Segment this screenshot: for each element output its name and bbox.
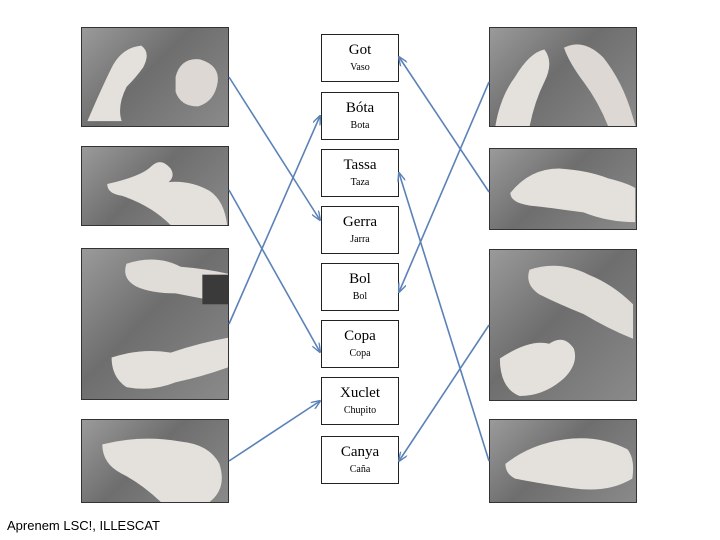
word-box-xuclet: Xuclet Chupito bbox=[321, 377, 399, 425]
word-spanish: Jarra bbox=[350, 234, 370, 245]
word-spanish: Caña bbox=[349, 464, 371, 475]
word-box-bota: Bóta Bota bbox=[321, 92, 399, 140]
word-catalan: Copa bbox=[344, 328, 376, 344]
word-catalan: Xuclet bbox=[340, 385, 380, 401]
hand-sign-photo-icon bbox=[510, 168, 636, 223]
word-catalan: Canya bbox=[340, 444, 380, 460]
word-box-canya: Canya Caña bbox=[321, 436, 399, 484]
word-catalan: Got bbox=[348, 42, 372, 58]
hand-sign-photo-icon bbox=[107, 162, 228, 225]
connector-left-1-gerra bbox=[228, 76, 320, 220]
word-box-copa: Copa Copa bbox=[321, 320, 399, 368]
word-spanish: Taza bbox=[350, 177, 370, 188]
right-photo-2 bbox=[489, 148, 637, 230]
left-photo-4 bbox=[81, 419, 229, 503]
right-photo-4 bbox=[489, 419, 637, 503]
connector-right-1-bol bbox=[399, 81, 490, 292]
right-photo-1 bbox=[489, 27, 637, 127]
word-catalan: Bóta bbox=[345, 100, 375, 116]
hand-sign-photo-icon bbox=[111, 259, 228, 389]
word-catalan: Gerra bbox=[342, 214, 378, 230]
hand-sign-photo-icon bbox=[505, 438, 634, 490]
connector-right-2-got bbox=[399, 57, 490, 193]
word-box-gerra: Gerra Jarra bbox=[321, 206, 399, 254]
hand-sign-photo-icon bbox=[495, 44, 636, 126]
connector-left-4-xuclet bbox=[228, 401, 320, 462]
word-box-tassa: Tassa Taza bbox=[321, 149, 399, 197]
word-box-got: Got Vaso bbox=[321, 34, 399, 82]
connector-right-3-canya bbox=[399, 324, 490, 461]
word-spanish: Bol bbox=[352, 291, 368, 302]
word-spanish: Chupito bbox=[343, 405, 377, 416]
hand-sign-photo-icon bbox=[87, 45, 218, 122]
left-photo-1 bbox=[81, 27, 229, 127]
connector-left-2-copa bbox=[228, 189, 320, 352]
left-photo-2 bbox=[81, 146, 229, 226]
connector-right-4-tassa bbox=[399, 173, 490, 462]
hand-sign-photo-icon bbox=[499, 265, 634, 397]
word-spanish: Copa bbox=[349, 348, 371, 359]
left-photo-3 bbox=[81, 248, 229, 400]
connector-left-3-bota bbox=[228, 116, 320, 325]
word-box-bol: Bol Bol bbox=[321, 263, 399, 311]
word-spanish: Vaso bbox=[350, 62, 370, 73]
word-catalan: Tassa bbox=[343, 157, 377, 173]
right-photo-3 bbox=[489, 249, 637, 401]
word-catalan: Bol bbox=[349, 271, 371, 287]
hand-sign-photo-icon bbox=[102, 438, 222, 502]
word-spanish: Bota bbox=[350, 120, 370, 131]
source-caption: Aprenem LSC!, ILLESCAT bbox=[7, 518, 160, 533]
